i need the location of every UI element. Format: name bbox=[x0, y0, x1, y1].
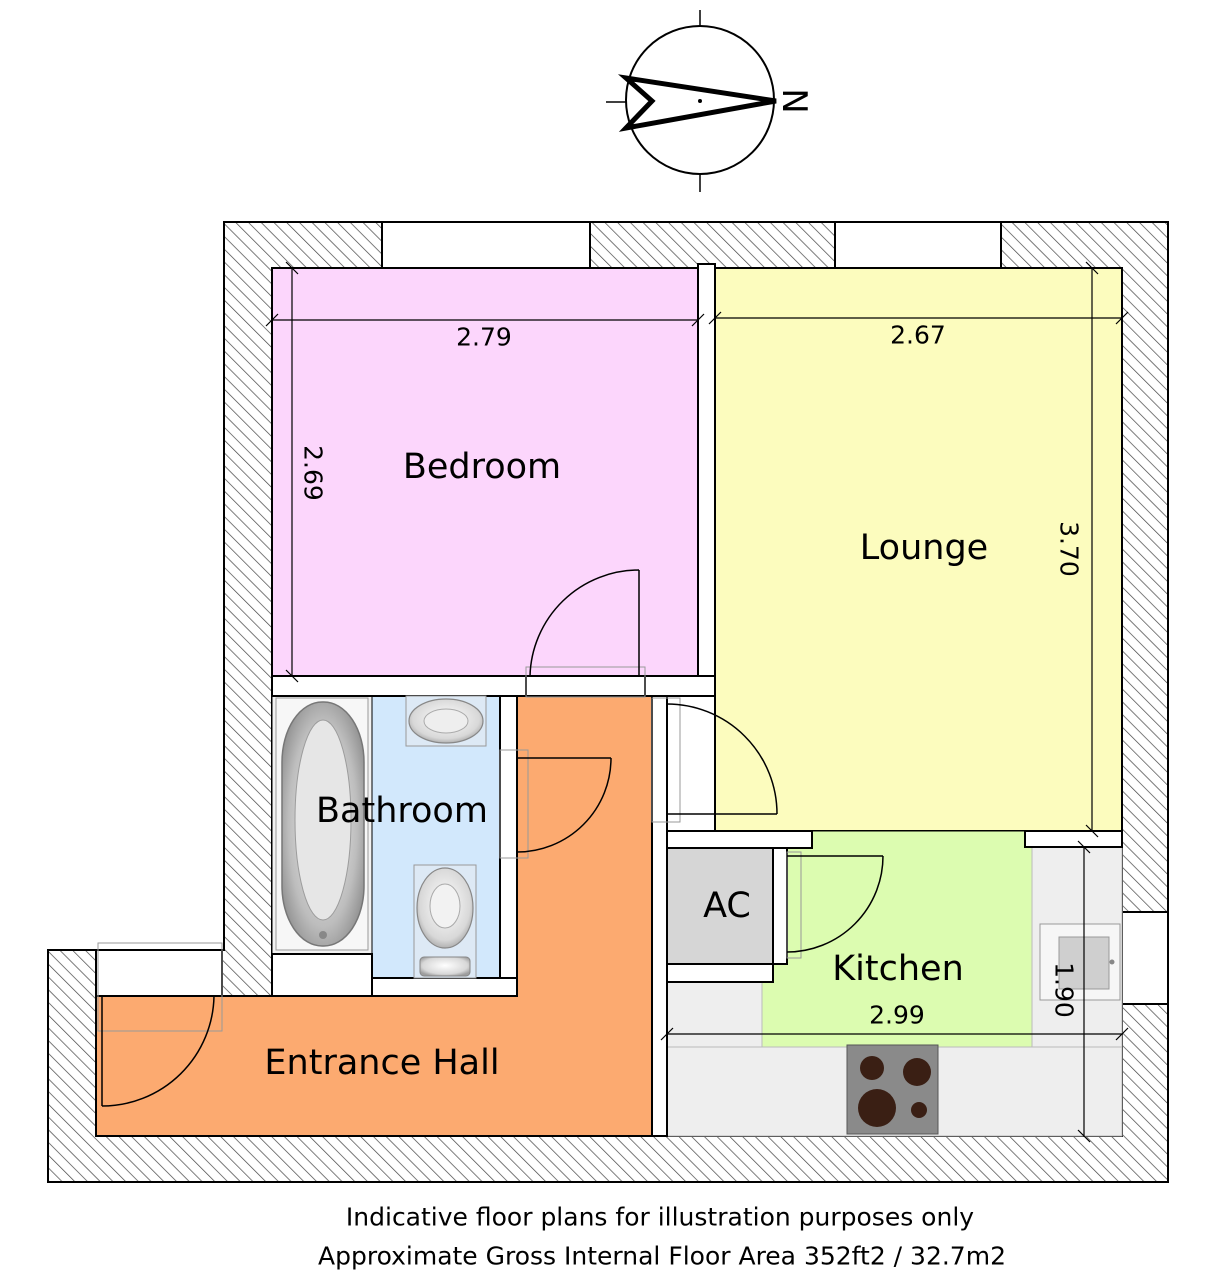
compass-north-label: N bbox=[774, 88, 814, 113]
compass-arrow-icon bbox=[617, 74, 777, 132]
kitchen-counter-left bbox=[666, 981, 763, 1048]
lounge-label: Lounge bbox=[860, 528, 988, 568]
basin-icon bbox=[405, 695, 487, 747]
bathroom-label: Bathroom bbox=[316, 791, 488, 831]
bathroom-door-frame bbox=[499, 749, 529, 859]
entrance-hall-label: Entrance Hall bbox=[264, 1043, 499, 1083]
kitchen-area bbox=[761, 830, 1033, 1048]
lounge-length-label: 3.70 bbox=[1055, 521, 1084, 577]
bedroom-label: Bedroom bbox=[403, 447, 561, 487]
bedroom-width-label: 2.79 bbox=[456, 323, 512, 352]
footer-disclaimer: Indicative floor plans for illustration … bbox=[346, 1203, 974, 1232]
kitchen-width-label: 2.99 bbox=[869, 1001, 925, 1030]
lounge-door-frame bbox=[651, 697, 681, 823]
dimension-lines bbox=[265, 261, 1129, 1143]
hob-icon bbox=[846, 1044, 939, 1135]
interior-walls bbox=[271, 263, 1123, 1137]
window-bedroom bbox=[381, 221, 591, 269]
bedroom-area bbox=[271, 267, 699, 677]
bedroom-length-label: 2.69 bbox=[299, 445, 328, 501]
doors bbox=[97, 569, 884, 1107]
kitchen-label: Kitchen bbox=[832, 949, 964, 989]
window-lounge bbox=[834, 221, 1002, 269]
ac-area bbox=[666, 847, 774, 965]
compass: N bbox=[606, 10, 814, 192]
entrance-door-frame bbox=[97, 942, 223, 1032]
ac-label: AC bbox=[703, 886, 751, 926]
bathtub-icon bbox=[275, 697, 369, 951]
lounge-width-label: 2.67 bbox=[890, 321, 946, 350]
bedroom-door-frame bbox=[525, 666, 646, 698]
kitchen-door-frame bbox=[786, 851, 802, 959]
kitchen-length-label: 1.90 bbox=[1050, 962, 1079, 1018]
window-kitchen bbox=[1121, 911, 1169, 1005]
lounge-area bbox=[714, 267, 1123, 832]
footer-floor-area: Approximate Gross Internal Floor Area 35… bbox=[318, 1242, 1006, 1271]
entrance-door-gap bbox=[95, 949, 223, 997]
toilet-icon bbox=[413, 864, 477, 979]
